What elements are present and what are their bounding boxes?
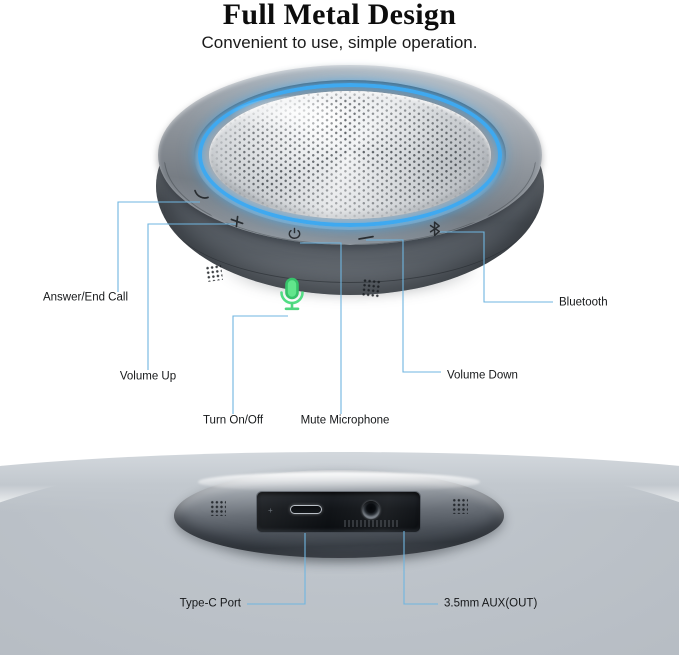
page-title: Full Metal Design	[222, 0, 457, 31]
leader-turn-on-off	[232, 315, 288, 414]
callout-label-type-c-port: Type-C Port	[179, 597, 241, 610]
callout-label-mute-microphone: Mute Microphone	[300, 414, 390, 427]
port-panel	[257, 492, 420, 532]
callout-label-volume-down: Volume Down	[447, 369, 518, 382]
callout-label-turn-on-off: Turn On/Off	[202, 414, 264, 427]
callout-label-volume-up: Volume Up	[119, 370, 177, 383]
speaker-seam-line	[164, 199, 536, 283]
speaker-grille	[209, 91, 491, 219]
aux-jack-icon[interactable]	[362, 501, 380, 519]
bluetooth-icon[interactable]	[428, 221, 443, 237]
speaker-bottom-view: +	[174, 470, 504, 572]
panel-text-marking	[344, 520, 400, 527]
mic-holes-left	[204, 263, 224, 283]
port-panel-sheen	[257, 492, 420, 532]
plus-icon[interactable]	[229, 215, 245, 229]
power-icon[interactable]	[287, 227, 302, 241]
mic-holes-bottom-left	[210, 500, 226, 516]
callout-label-answer-end-call: Answer/End Call	[42, 291, 128, 304]
mic-holes-bottom-right	[452, 498, 468, 514]
phone-icon[interactable]	[193, 188, 210, 201]
page-subtitle: Convenient to use, simple operation.	[201, 33, 478, 52]
minus-icon[interactable]	[357, 234, 375, 242]
led-ring	[198, 83, 502, 227]
callout-label-bluetooth: Bluetooth	[559, 296, 608, 309]
callout-label-aux-out: 3.5mm AUX(OUT)	[444, 597, 538, 610]
speaker-bottom-highlight	[198, 472, 480, 492]
speaker-top-view	[150, 55, 550, 315]
grille-perforations-alt	[209, 91, 491, 219]
microphone-icon	[277, 277, 307, 318]
panel-marking: +	[268, 506, 273, 515]
mic-holes-right	[361, 278, 381, 298]
usb-c-port-icon[interactable]	[290, 505, 322, 514]
